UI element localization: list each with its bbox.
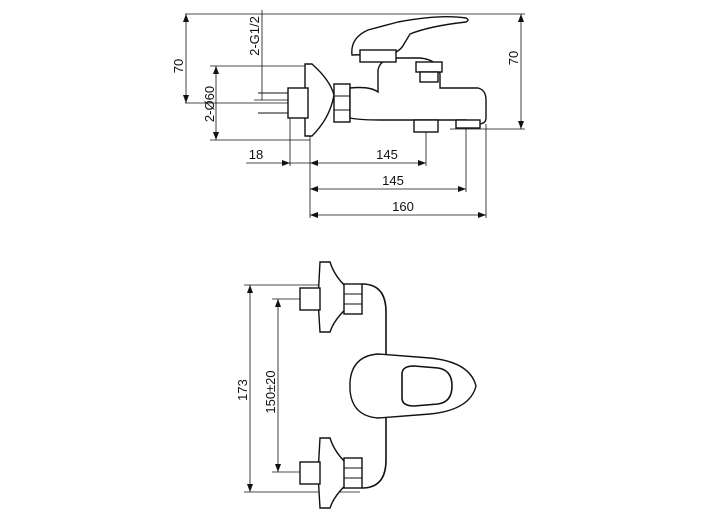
left-height-label: 70: [171, 59, 186, 73]
width-label-3: 160: [392, 199, 414, 214]
shower-outlet: [413, 119, 439, 133]
top-lever-handle: [349, 353, 477, 419]
spacing-dimension: [272, 298, 345, 473]
right-height-dimension: [518, 14, 524, 129]
spacing-label: 150±20: [263, 370, 278, 413]
width-label-1: 145: [376, 147, 398, 162]
upper-nut: [343, 283, 363, 315]
top-view: 173 150±20: [235, 261, 477, 509]
wall-flange: [304, 63, 335, 137]
spout-outlet: [455, 119, 481, 129]
diverter-knob: [415, 61, 443, 73]
connection-nut: [333, 83, 351, 123]
total-length-label: 173: [235, 379, 250, 401]
lower-nut: [343, 457, 363, 489]
diameter-dimension: [210, 65, 310, 141]
offset-label: 18: [249, 147, 263, 162]
cartridge-cap: [359, 49, 397, 63]
left-height-dimension: [183, 14, 189, 103]
right-height-label: 70: [506, 51, 521, 65]
thread-label: 2-G1/2: [247, 16, 262, 56]
upper-inlet-pipe: [299, 287, 321, 311]
lever-handle: [351, 15, 469, 56]
inlet-pipe: [287, 87, 309, 119]
width-label-2: 145: [382, 173, 404, 188]
side-view: 70 2-Ø60 2-G1/2 70: [171, 10, 525, 218]
lever-grip-slot: [401, 365, 453, 407]
lower-inlet-pipe: [299, 461, 321, 485]
diameter-label: 2-Ø60: [202, 86, 217, 122]
